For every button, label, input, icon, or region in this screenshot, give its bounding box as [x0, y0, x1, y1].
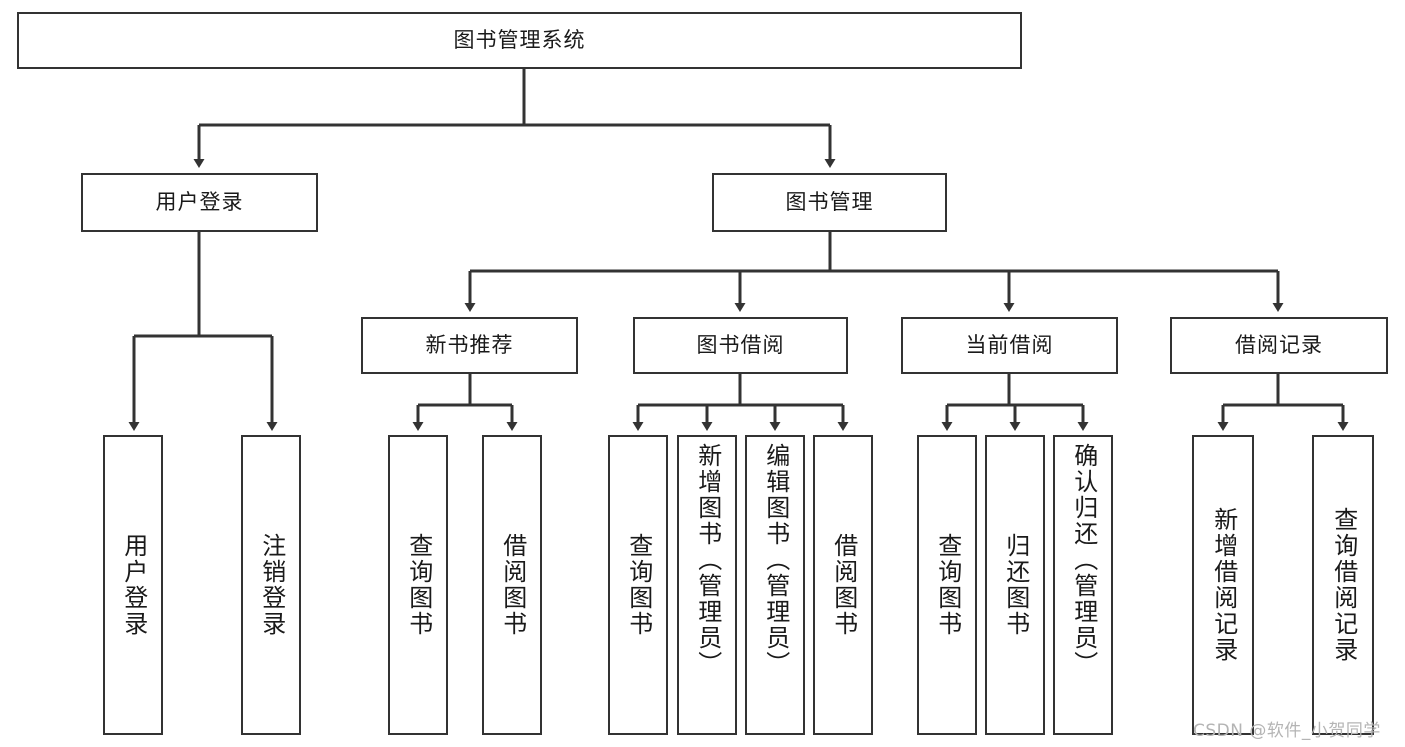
node-book-management[interactable]: 图书管理: [712, 173, 947, 232]
node-book-borrowing[interactable]: 图书借阅: [633, 317, 848, 374]
node-leaf-logout[interactable]: 注销登录: [241, 435, 301, 735]
node-leaf-user-login[interactable]: 用户登录: [103, 435, 163, 735]
node-user-login[interactable]: 用户登录: [81, 173, 318, 232]
node-current-borrowing[interactable]: 当前借阅: [901, 317, 1118, 374]
node-leaf-add-book-admin[interactable]: 新增图书（管理员）: [677, 435, 737, 735]
node-book-management-system[interactable]: 图书管理系统: [17, 12, 1022, 69]
node-leaf-query-book-borrowing[interactable]: 查询图书: [608, 435, 668, 735]
node-leaf-query-borrow-record[interactable]: 查询借阅记录: [1312, 435, 1374, 735]
node-new-book-recommendation[interactable]: 新书推荐: [361, 317, 578, 374]
node-leaf-query-book-current[interactable]: 查询图书: [917, 435, 977, 735]
node-leaf-confirm-return-admin[interactable]: 确认归还（管理员）: [1053, 435, 1113, 735]
csdn-watermark: CSDN @软件_小贺同学: [1193, 721, 1381, 741]
node-leaf-return-book[interactable]: 归还图书: [985, 435, 1045, 735]
node-borrow-records[interactable]: 借阅记录: [1170, 317, 1388, 374]
node-leaf-add-borrow-record[interactable]: 新增借阅记录: [1192, 435, 1254, 735]
node-leaf-borrow-book-borrowing[interactable]: 借阅图书: [813, 435, 873, 735]
node-leaf-borrow-book-recommend[interactable]: 借阅图书: [482, 435, 542, 735]
node-leaf-edit-book-admin[interactable]: 编辑图书（管理员）: [745, 435, 805, 735]
node-leaf-query-book-recommend[interactable]: 查询图书: [388, 435, 448, 735]
